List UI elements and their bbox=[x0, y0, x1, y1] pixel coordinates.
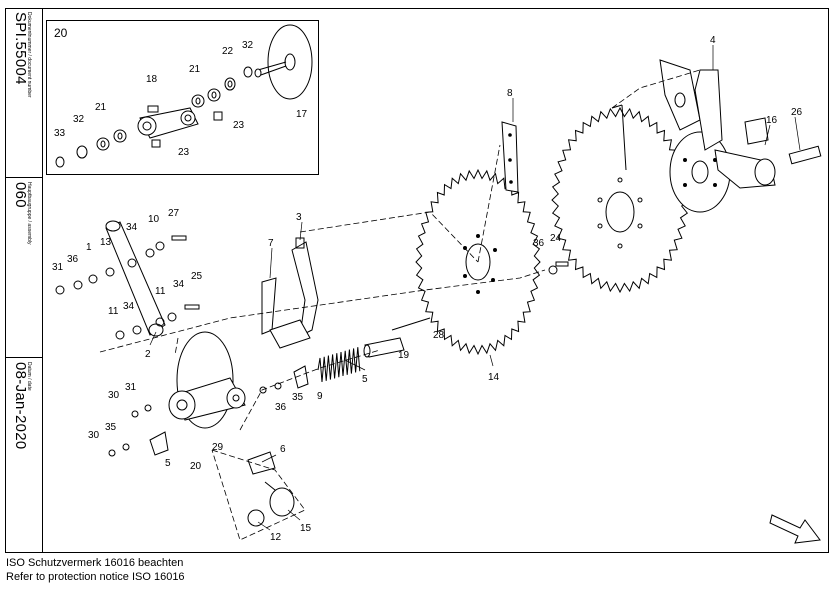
serrated-disc-right bbox=[551, 106, 689, 294]
callout-3: 3 bbox=[296, 212, 302, 223]
callout-leaders bbox=[149, 45, 801, 531]
callout-26: 26 bbox=[791, 107, 803, 118]
detail-disc-17 bbox=[254, 24, 313, 100]
title-block: Dokumentnummer / document number SPI.550… bbox=[5, 8, 43, 553]
callout-10: 10 bbox=[148, 214, 160, 225]
callout-2: 2 bbox=[145, 349, 151, 360]
callout-18: 18 bbox=[146, 74, 158, 85]
protection-notice: ISO Schutzvermerk 16016 beachten Refer t… bbox=[6, 556, 185, 584]
protection-notice-de: ISO Schutzvermerk 16016 beachten bbox=[6, 557, 184, 569]
callout-34b: 34 bbox=[173, 279, 185, 290]
assembly-dash-lines bbox=[99, 69, 701, 541]
callout-34c: 34 bbox=[123, 301, 135, 312]
callout-23: 23 bbox=[178, 147, 190, 158]
callout-19: 19 bbox=[398, 350, 410, 361]
callout-28: 28 bbox=[433, 330, 445, 341]
callout-32b: 32 bbox=[242, 40, 254, 51]
shaft-19 bbox=[363, 317, 431, 358]
callout-35: 35 bbox=[292, 392, 304, 403]
callout-14: 14 bbox=[488, 372, 500, 383]
pin-15-roller-12 bbox=[247, 481, 295, 527]
callout-20: 20 bbox=[190, 461, 202, 472]
callout-21: 21 bbox=[95, 102, 107, 113]
hub-disc-assembly bbox=[611, 59, 822, 213]
callout-13: 13 bbox=[100, 237, 112, 248]
main-arm-20 bbox=[168, 331, 246, 429]
callout-5b: 5 bbox=[165, 458, 171, 469]
callout-11b: 11 bbox=[108, 306, 119, 317]
direction-arrow-icon bbox=[769, 514, 821, 544]
callout-27: 27 bbox=[168, 208, 180, 219]
drawing-frame bbox=[5, 8, 829, 553]
callout-17: 17 bbox=[296, 109, 308, 120]
callout-6: 6 bbox=[280, 444, 286, 455]
callout-22: 22 bbox=[222, 46, 234, 57]
callout-labels: 33 32 21 18 23 21 22 32 17 23 8 4 26 16 … bbox=[52, 35, 803, 543]
spring-5 bbox=[317, 347, 361, 383]
callout-33: 33 bbox=[54, 128, 66, 139]
callout-31: 31 bbox=[52, 262, 64, 273]
callout-31b: 30 bbox=[108, 390, 120, 401]
callout-24: 24 bbox=[550, 233, 562, 244]
lever-arm-2 bbox=[105, 220, 166, 337]
callout-4: 4 bbox=[710, 35, 716, 46]
callout-7: 7 bbox=[268, 238, 274, 249]
callout-34: 34 bbox=[126, 222, 138, 233]
callout-25: 25 bbox=[191, 271, 203, 282]
callout-30: 36 bbox=[275, 402, 287, 413]
callout-36: 36 bbox=[533, 238, 545, 249]
callout-29: 29 bbox=[212, 442, 224, 453]
callout-9: 9 bbox=[317, 391, 323, 402]
scraper-bracket-3-7 bbox=[261, 237, 319, 349]
callout-15: 15 bbox=[300, 523, 312, 534]
callout-11: 11 bbox=[155, 286, 166, 297]
callout-32: 32 bbox=[73, 114, 85, 125]
callout-16: 16 bbox=[766, 115, 778, 126]
callout-8: 8 bbox=[507, 88, 513, 99]
callout-35b: 35 bbox=[105, 422, 117, 433]
detail-view-label: 20 bbox=[54, 26, 68, 40]
detail-view-box bbox=[46, 20, 319, 175]
callout-36c: 31 bbox=[125, 382, 137, 393]
callout-30b: 30 bbox=[88, 430, 100, 441]
hardware-parts bbox=[55, 235, 569, 457]
callout-12: 12 bbox=[270, 532, 282, 543]
callout-21b: 21 bbox=[189, 64, 201, 75]
callout-36b: 36 bbox=[67, 254, 79, 265]
callout-23b: 23 bbox=[233, 120, 245, 131]
detail-arm-18 bbox=[137, 105, 223, 148]
detail-washers bbox=[55, 66, 253, 168]
protection-notice-en: Refer to protection notice ISO 16016 bbox=[6, 571, 185, 583]
assembly-cell: Hauptbaugruppe / assembly 060 bbox=[5, 178, 42, 358]
document-number-cell: Dokumentnummer / document number SPI.550… bbox=[5, 8, 42, 178]
scraper-strip-8 bbox=[501, 121, 519, 193]
plate-6 bbox=[247, 451, 276, 475]
callout-1: 1 bbox=[86, 242, 92, 253]
callout-5: 5 bbox=[362, 374, 368, 385]
